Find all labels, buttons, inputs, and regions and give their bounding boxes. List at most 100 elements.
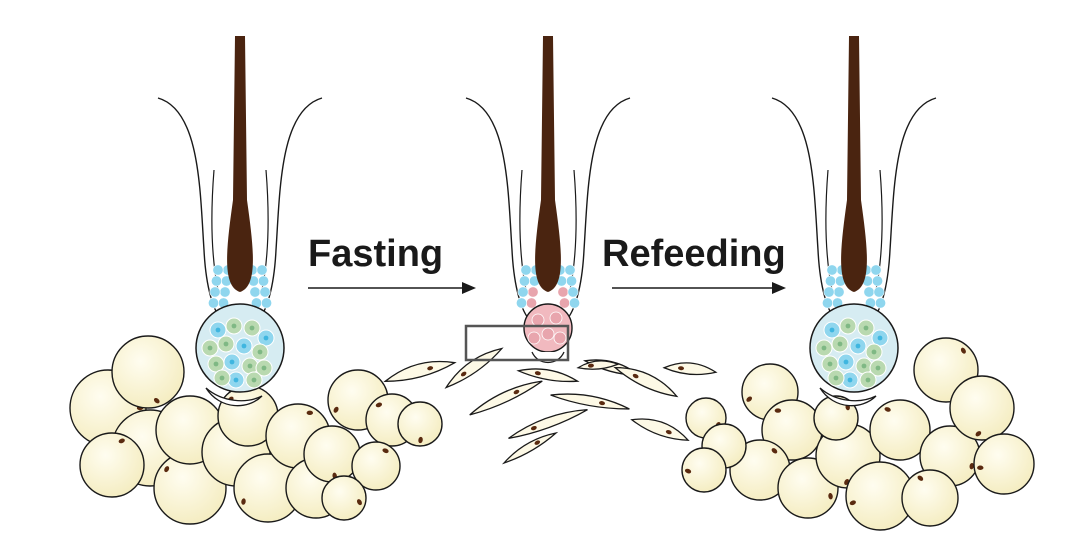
- spindle-cell: [576, 360, 620, 370]
- spindle-nucleus: [530, 425, 537, 431]
- spindle-nucleus: [460, 371, 467, 377]
- stem-cell: [525, 297, 537, 309]
- stem-cell: [219, 286, 231, 298]
- bulb-cell-nucleus: [837, 341, 843, 347]
- spindle-cell: [550, 393, 630, 410]
- bulb-cell: [549, 311, 563, 325]
- stem-cell: [520, 264, 532, 276]
- adipocyte-nucleus: [828, 493, 833, 500]
- stem-cell: [249, 286, 261, 298]
- bulb-cell: [527, 331, 541, 345]
- bulb-cell-nucleus: [855, 343, 861, 349]
- stem-cell: [208, 297, 220, 309]
- adipocyte-nucleus: [375, 402, 382, 408]
- spindle-nucleus: [513, 389, 520, 395]
- spindle-cell: [444, 347, 504, 389]
- stem-cell: [527, 286, 539, 298]
- stem-cell: [833, 286, 845, 298]
- bulb-cell-nucleus: [257, 349, 263, 355]
- stem-cell: [870, 264, 882, 276]
- adipocyte-nucleus: [382, 448, 389, 454]
- adipocyte-body: [351, 441, 401, 491]
- hair-shaft: [535, 36, 561, 292]
- spindle-body: [501, 431, 559, 465]
- stem-cell: [873, 286, 885, 298]
- highlight-box: [464, 324, 570, 362]
- stem-cell: [212, 264, 224, 276]
- spindle-body: [550, 393, 630, 410]
- adipocyte: [351, 441, 401, 491]
- adipocyte-nucleus: [306, 410, 314, 416]
- spindle-body: [508, 408, 588, 440]
- fasting-label: Fasting: [308, 233, 443, 275]
- adipocyte: [303, 425, 361, 483]
- adipocyte-nucleus: [153, 398, 160, 404]
- bulb-cell-nucleus: [833, 375, 839, 381]
- adipocyte-nucleus: [917, 475, 924, 481]
- bulb-cell-nucleus: [207, 345, 213, 351]
- fasting-arrow: [308, 282, 476, 294]
- follicles-group: [157, 36, 937, 407]
- spindle-nucleus: [632, 373, 639, 379]
- adipocyte-body: [303, 425, 361, 483]
- adipocyte-body: [397, 401, 443, 447]
- dermal-papilla: [205, 387, 263, 407]
- adipocyte: [949, 375, 1015, 441]
- adipocyte-nucleus: [977, 465, 984, 470]
- spindle-body: [630, 418, 690, 441]
- adipocyte-body: [79, 432, 145, 498]
- stem-cell: [257, 275, 269, 287]
- spindle-cell: [662, 362, 718, 376]
- bulb-cell-nucleus: [215, 327, 221, 333]
- adipocyte: [681, 447, 727, 493]
- stem-cell: [558, 297, 570, 309]
- stem-cell: [871, 275, 883, 287]
- spindle-cell: [469, 380, 543, 416]
- adipocyte-nucleus: [118, 438, 125, 444]
- bulb-cell-nucleus: [877, 335, 883, 341]
- bulb-cell: [541, 327, 555, 341]
- bulb-cell-nucleus: [821, 345, 827, 351]
- stem-cell: [515, 297, 527, 309]
- follicle-fasting: [465, 36, 631, 364]
- adipocyte-nucleus: [241, 498, 246, 505]
- adipocyte: [901, 469, 959, 527]
- adipocyte: [397, 401, 443, 447]
- bulb-cell-nucleus: [827, 361, 833, 367]
- bulb-cell-nucleus: [249, 325, 255, 331]
- bulb-cell-nucleus: [875, 365, 881, 371]
- bulb-cell-nucleus: [241, 343, 247, 349]
- stem-cell: [260, 297, 272, 309]
- adipocyte-nucleus: [960, 347, 966, 354]
- spindle-body: [662, 362, 718, 376]
- adipocyte-nucleus: [746, 396, 753, 402]
- adipocyte: [111, 335, 185, 409]
- stem-cell: [826, 264, 838, 276]
- spindle-nucleus: [599, 401, 605, 406]
- follicle-refed: [771, 36, 937, 407]
- bulb-cell-nucleus: [863, 325, 869, 331]
- spindle-cell: [613, 366, 679, 398]
- dermal-papilla: [819, 387, 877, 407]
- spindle-cell: [508, 408, 588, 440]
- bulb-cell-nucleus: [231, 323, 237, 329]
- bulb-cell-nucleus: [213, 361, 219, 367]
- bulb-cell-nucleus: [261, 365, 267, 371]
- stem-cell: [567, 286, 579, 298]
- adipocyte: [813, 395, 859, 441]
- adipocyte-body: [111, 335, 185, 409]
- bulb-cell: [553, 331, 567, 345]
- bulb-cell-nucleus: [251, 377, 257, 383]
- adipocyte-body: [949, 375, 1015, 441]
- bulb-cell-nucleus: [845, 323, 851, 329]
- hair-shaft: [841, 36, 867, 292]
- follicle-before: [157, 36, 323, 407]
- stem-cell: [209, 286, 221, 298]
- spindle-nucleus: [665, 429, 672, 435]
- stem-cell: [565, 275, 577, 287]
- bulb-cell-nucleus: [829, 327, 835, 333]
- bulb-cell-nucleus: [843, 359, 849, 365]
- stem-cell: [564, 264, 576, 276]
